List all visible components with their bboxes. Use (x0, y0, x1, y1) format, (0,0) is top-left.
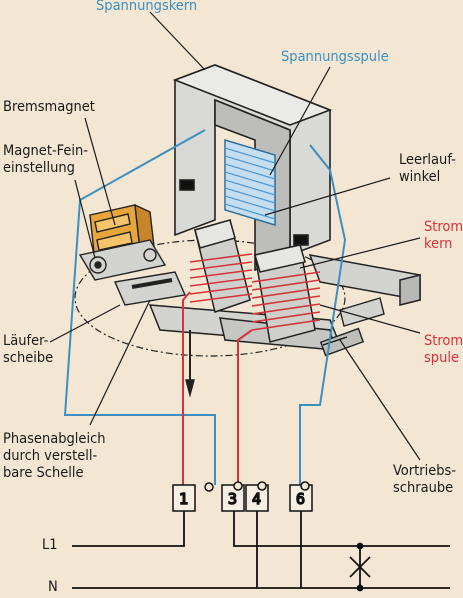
terminal-6-label: 6 (296, 490, 305, 508)
label-magnet-feineinstellung: Magnet-Fein- einstellung (3, 143, 88, 176)
label-n: N (48, 579, 58, 595)
label-laeuferscheibe: Läufer- scheibe (3, 333, 54, 366)
phase-clamp (114, 271, 195, 398)
current-coil (189, 253, 321, 331)
label-l1: L1 (42, 537, 58, 553)
label-stromkern: Strom- kern (424, 219, 463, 252)
label-bremsmagnet: Bremsmagnet (3, 99, 95, 115)
current-wiring (182, 291, 253, 485)
terminal-3 (221, 484, 245, 512)
supply-lines (72, 511, 450, 592)
voltage-wiring (63, 129, 347, 485)
leader-lines (49, 11, 421, 461)
magnet-fine-adjust (78, 239, 167, 281)
terminal-3-label: 3 (228, 490, 237, 508)
terminal-block: 1 3 4 6 (172, 481, 313, 512)
label-stromspule: Strom- spule (424, 333, 463, 366)
label-spannungskern: Spannungskern (96, 0, 198, 14)
terminal-1-label: 1 (179, 490, 188, 508)
label-phasenabgleich: Phasenabgleich durch verstell- bare Sche… (3, 431, 106, 481)
label-vortriebsschraube: Vortriebs- schraube (393, 463, 457, 496)
voltage-coil (224, 138, 276, 227)
label-spannungsspule: Spannungsspule (281, 49, 389, 65)
terminal-4-label: 4 (252, 490, 261, 508)
rotor-disc (74, 239, 346, 357)
label-leerlaufwinkel: Leerlauf- winkel (399, 152, 456, 185)
